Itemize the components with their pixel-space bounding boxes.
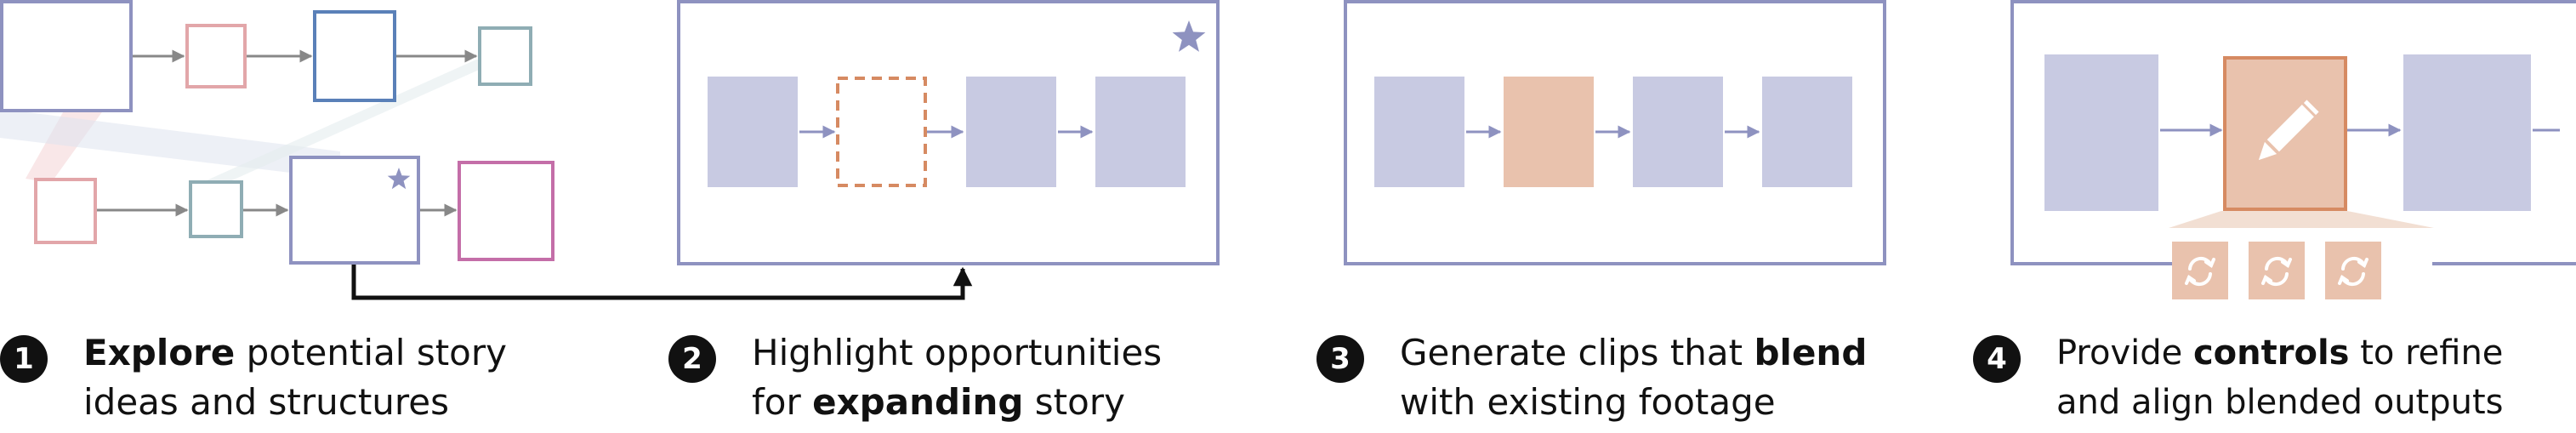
step-2-caption: 2 Highlight opportunities for expanding … — [668, 328, 1332, 430]
regenerate-option-button[interactable] — [2172, 242, 2228, 299]
refresh-icon — [2185, 256, 2215, 287]
step-number-badge: 3 — [1316, 335, 1364, 383]
story-node-pink — [185, 24, 247, 88]
caption-line-2: and align blended outputs — [2056, 383, 2504, 422]
clip-placeholder — [836, 77, 927, 187]
step-4-caption: 4 Provide controls to refine and align b… — [1973, 328, 2573, 430]
step-number-badge: 2 — [668, 335, 716, 383]
caption-line-1: Generate clips that blend — [1400, 332, 1868, 373]
step-number-badge: 1 — [0, 335, 48, 383]
caption-line-1: Highlight opportunities — [752, 332, 1163, 373]
star-icon — [387, 168, 411, 190]
timeline-panel-expand — [677, 0, 1220, 265]
clip — [1633, 77, 1723, 187]
clip — [2403, 54, 2531, 211]
story-node-teal — [478, 26, 532, 86]
star-icon — [1172, 20, 1206, 52]
step-text: Provide controls to refine and align ble… — [2056, 328, 2504, 427]
clip — [1762, 77, 1852, 187]
caption-line-1: Provide controls to refine — [2056, 333, 2504, 373]
regenerate-option-button[interactable] — [2325, 242, 2381, 299]
clip — [1095, 77, 1186, 187]
connection-ribbon — [191, 60, 502, 187]
clip — [2044, 54, 2158, 211]
caption-line-2: ideas and structures — [83, 381, 449, 423]
story-node-pink-lower — [34, 178, 97, 244]
step-text: Generate clips that blend with existing … — [1400, 328, 1867, 427]
step-3-caption: 3 Generate clips that blend with existin… — [1316, 328, 1980, 430]
story-node-magenta — [458, 161, 554, 261]
step-text: Highlight opportunities for expanding st… — [752, 328, 1162, 427]
clip — [966, 77, 1056, 187]
expand-connector-arrow — [351, 265, 973, 300]
options-fan — [2169, 211, 2434, 228]
step-number-badge: 4 — [1973, 335, 2021, 383]
caption-line-2: with existing footage — [1400, 381, 1776, 423]
clip — [1374, 77, 1464, 187]
clip — [708, 77, 798, 187]
timeline-panel-blend — [1344, 0, 1886, 265]
step-text: Explore potential story ideas and struct… — [83, 328, 507, 427]
generated-clip — [1504, 77, 1594, 187]
caption-line-1: Explore potential story — [83, 332, 507, 373]
story-node-large — [0, 0, 133, 112]
story-node-blue — [313, 10, 396, 102]
step-1-caption: 1 Explore potential story ideas and stru… — [0, 328, 663, 430]
regenerate-option-button[interactable] — [2249, 242, 2305, 299]
caption-line-2: for expanding story — [752, 381, 1125, 423]
refresh-icon — [2261, 256, 2292, 287]
pencil-icon — [2258, 100, 2319, 161]
story-node-teal-lower — [189, 180, 243, 238]
story-graph — [0, 0, 973, 300]
timeline-panel-refine — [2010, 0, 2576, 299]
refresh-icon — [2338, 256, 2368, 287]
